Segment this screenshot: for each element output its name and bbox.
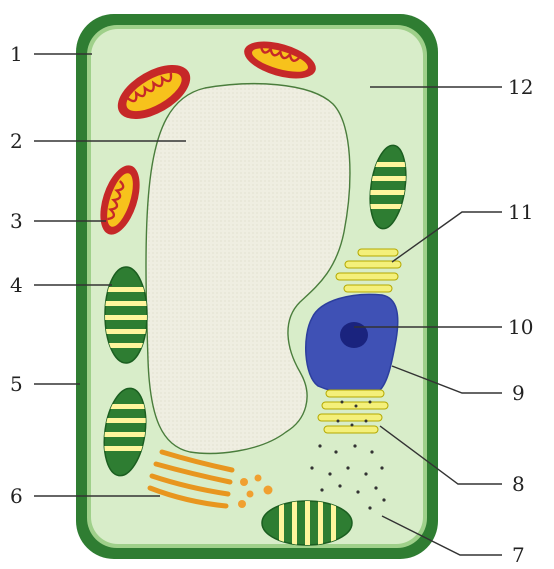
label-3: 3 — [10, 209, 23, 233]
label-8: 8 — [512, 472, 525, 496]
nucleolus — [340, 322, 368, 348]
label-6: 6 — [10, 484, 23, 508]
label-7: 7 — [512, 543, 525, 567]
label-12: 12 — [508, 75, 533, 99]
label-9: 9 — [512, 381, 525, 405]
label-5: 5 — [10, 372, 23, 396]
label-2: 2 — [10, 129, 23, 153]
label-11: 11 — [508, 200, 533, 224]
label-10: 10 — [508, 315, 533, 339]
label-4: 4 — [10, 273, 23, 297]
label-1: 1 — [10, 42, 23, 66]
